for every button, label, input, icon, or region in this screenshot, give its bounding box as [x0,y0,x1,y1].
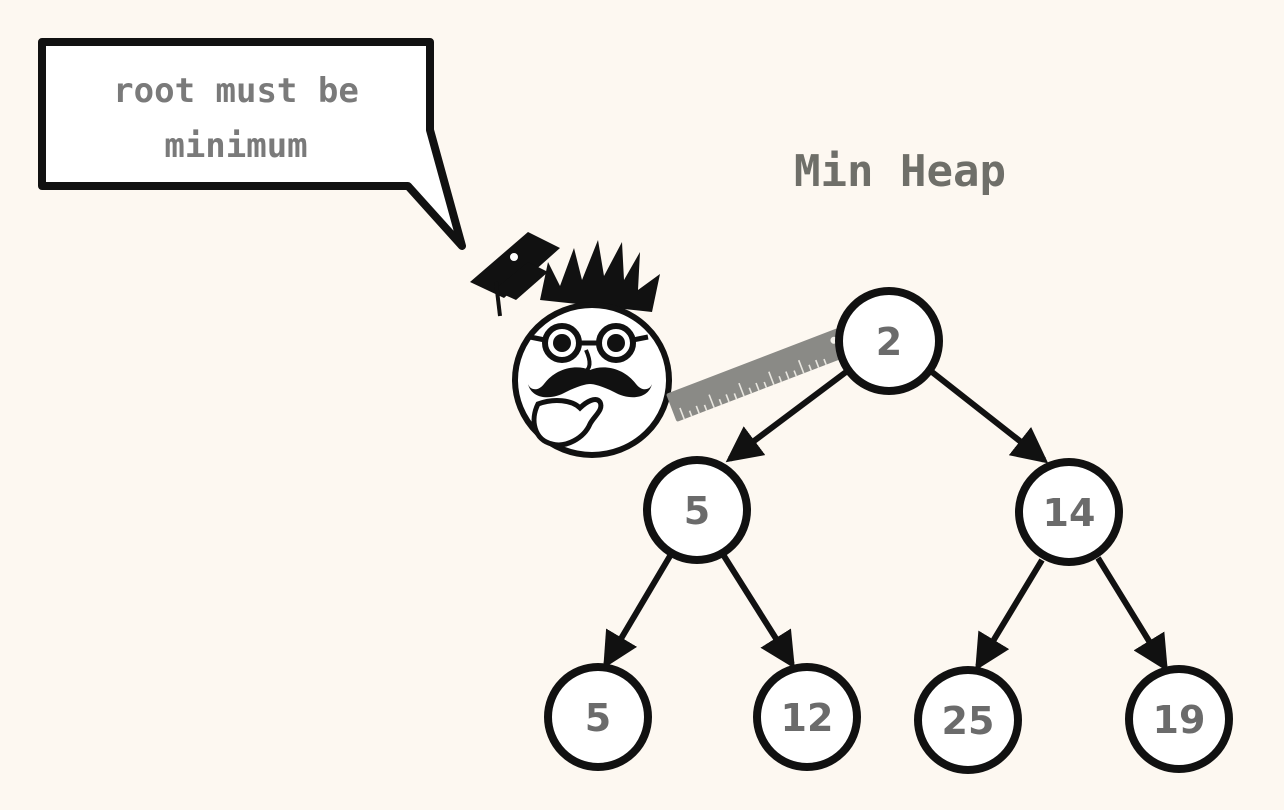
heap-edges [603,369,1168,672]
speech-bubble: root must be minimum [38,38,466,250]
edge-left-leftleft [603,554,673,669]
heap-node-right-right-value: 19 [1153,698,1206,742]
heap-node-right-right: 19 [1125,665,1233,773]
speech-bubble-line1: root must be [113,71,359,111]
heap-node-right: 14 [1015,458,1123,566]
diagram-title: Min Heap [794,146,1006,197]
ruler-icon [666,327,850,422]
heap-node-root: 2 [835,287,943,395]
heap-node-left: 5 [643,456,751,564]
heap-node-left-left-value: 5 [585,696,611,740]
speech-bubble-line2: minimum [164,126,307,166]
professor-mascot-icon [470,232,672,458]
heap-node-left-right-value: 12 [781,696,834,740]
edge-right-rightright [1095,556,1168,672]
edge-root-left [725,369,848,463]
edge-right-rightleft [975,558,1045,671]
edge-left-leftright [721,554,795,669]
heap-node-right-left-value: 25 [942,699,995,743]
heap-node-left-left: 5 [544,663,652,771]
heap-node-right-left: 25 [914,666,1022,774]
heap-node-left-right: 12 [753,663,861,771]
heap-node-root-value: 2 [876,320,902,364]
heap-node-left-value: 5 [684,489,710,533]
heap-node-right-value: 14 [1043,491,1096,535]
edge-root-right [930,369,1049,464]
